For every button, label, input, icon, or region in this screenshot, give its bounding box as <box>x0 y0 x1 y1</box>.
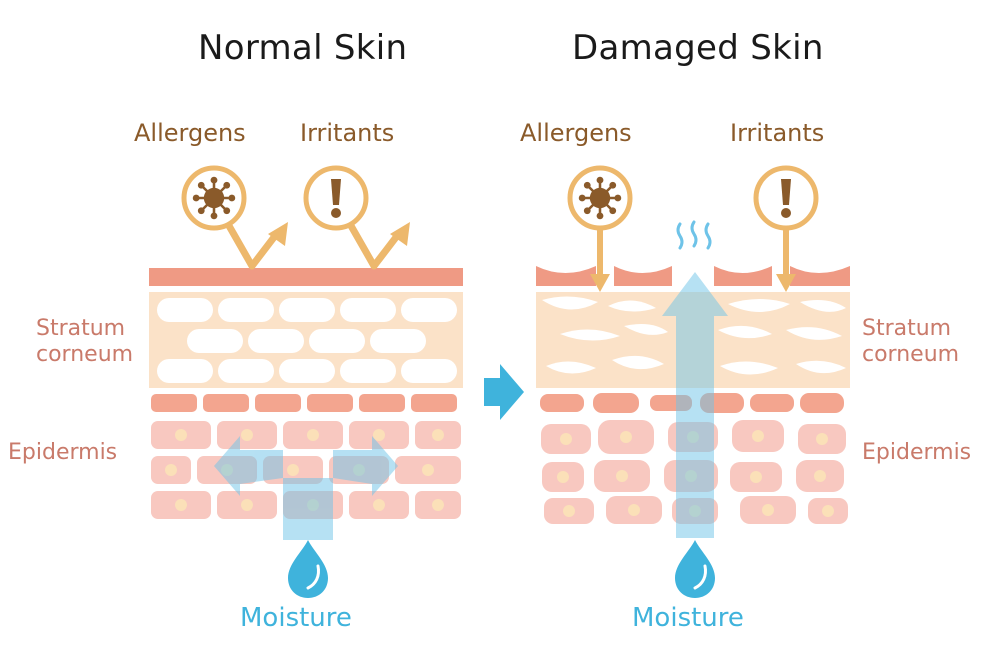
damaged-skin-title: Damaged Skin <box>572 28 824 68</box>
normal-irritant-bounce <box>303 165 410 270</box>
damaged-corneum-cells <box>542 296 846 375</box>
transition-arrow-icon <box>484 364 524 420</box>
normal-stratum-corneum-label: Stratum corneum <box>36 316 133 368</box>
damaged-irritant-penetrating <box>753 165 819 292</box>
normal-stratum-line2: corneum <box>36 342 134 367</box>
normal-moisture-label: Moisture <box>240 603 352 633</box>
normal-skin-diagram <box>149 165 463 598</box>
damaged-stratum-line2: corneum <box>862 342 960 367</box>
normal-skin-surface <box>149 268 463 286</box>
damaged-epidermis-label: Epidermis <box>862 440 972 465</box>
damaged-moisture-label: Moisture <box>632 603 744 633</box>
normal-granular-cells <box>151 394 457 412</box>
normal-allergens-label: Allergens <box>134 119 246 147</box>
normal-moisture-retained-arrow <box>214 436 398 540</box>
damaged-allergen-penetrating <box>567 165 633 292</box>
damaged-stratum-corneum-label: Stratum corneum <box>862 316 959 368</box>
damaged-moisture-escape-arrow <box>662 272 728 538</box>
damaged-skin-diagram <box>536 165 850 598</box>
normal-epidermis-label: Epidermis <box>8 440 118 465</box>
damaged-stratum-line1: Stratum <box>862 316 952 341</box>
normal-stratum-line1: Stratum <box>36 316 126 341</box>
normal-skin-title: Normal Skin <box>198 28 408 68</box>
normal-epidermis-cells <box>151 421 461 519</box>
normal-irritants-label: Irritants <box>300 119 395 147</box>
damaged-allergens-label: Allergens <box>520 119 632 147</box>
damaged-skin-surface <box>536 266 850 286</box>
normal-corneum-cells <box>157 298 457 383</box>
damaged-irritants-label: Irritants <box>730 119 825 147</box>
normal-allergen-bounce <box>181 165 288 270</box>
evaporation-icon <box>676 220 712 250</box>
